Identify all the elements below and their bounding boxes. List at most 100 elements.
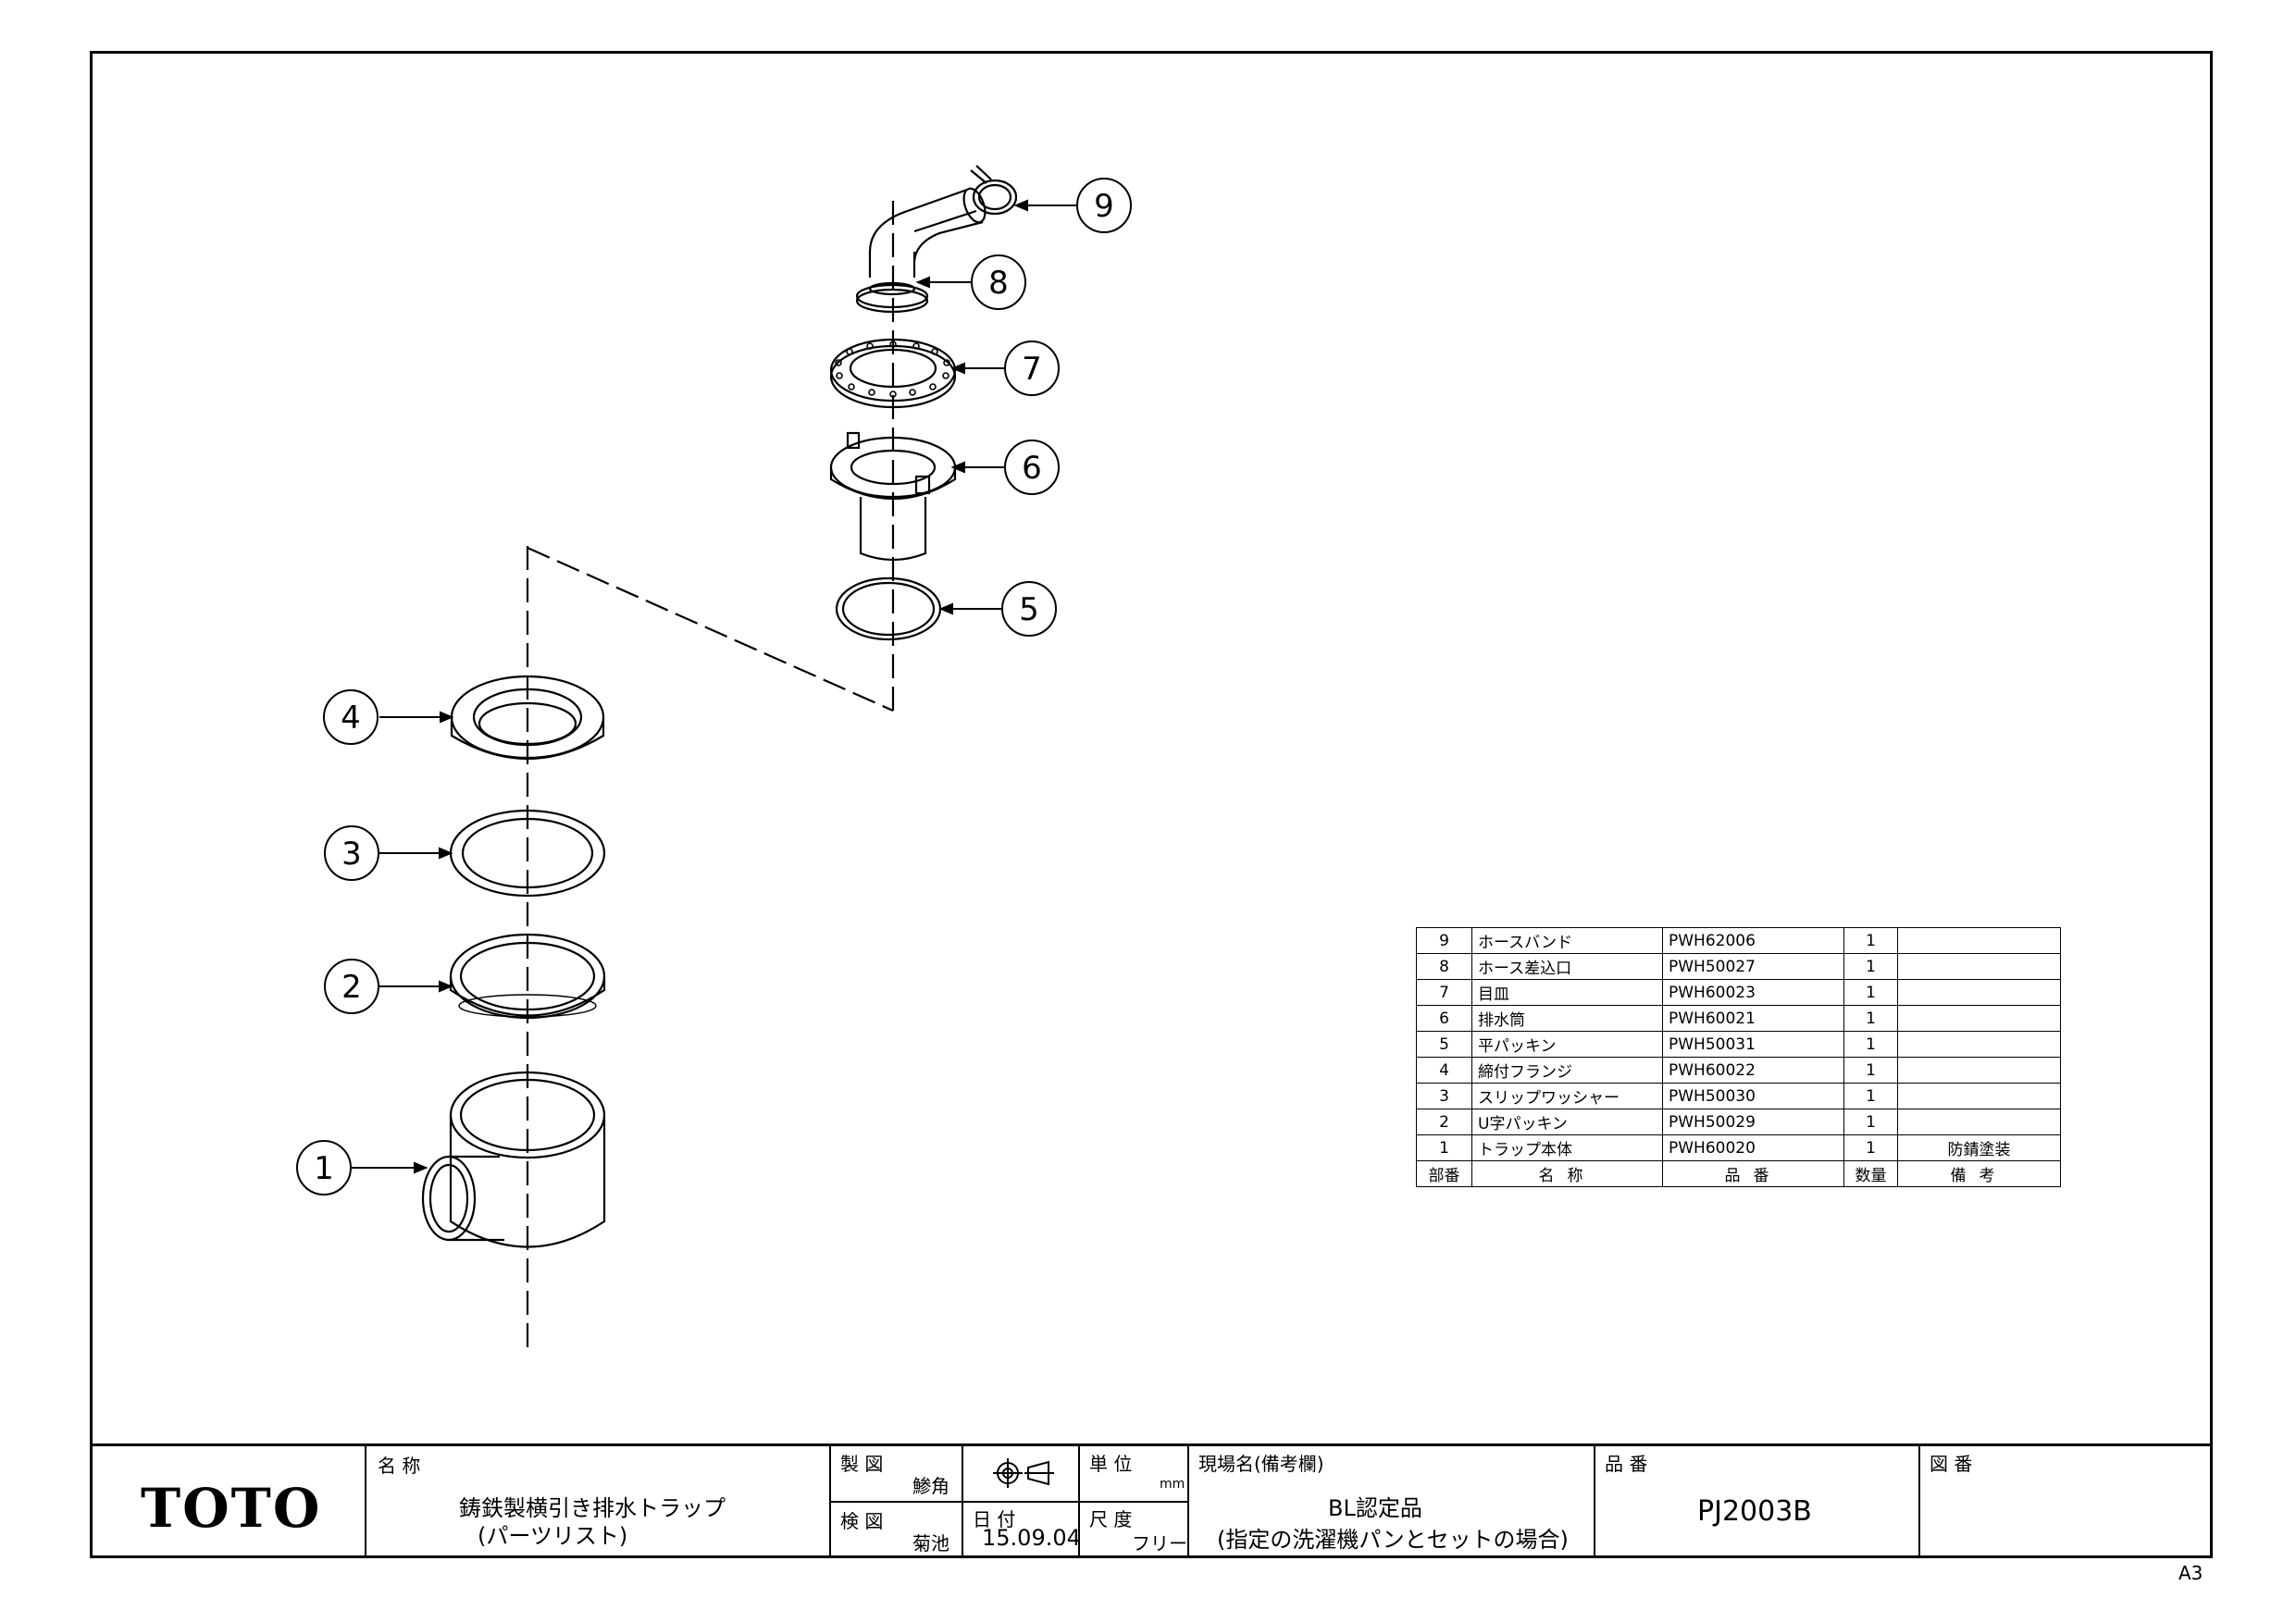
cell-no: 6 — [1416, 1005, 1472, 1032]
cell-name: 締付フランジ — [1471, 1057, 1663, 1084]
part-1-trap-body — [421, 1071, 606, 1248]
part-2-u-gasket — [449, 933, 606, 1020]
center-lines — [526, 199, 895, 1351]
cell-qty: 1 — [1843, 1134, 1898, 1161]
cell-no: 9 — [1416, 927, 1472, 954]
checked-by: 菊池 — [912, 1532, 949, 1555]
part-6-drain-tube — [829, 431, 957, 562]
cell-name: 排水筒 — [1471, 1005, 1663, 1032]
callout-4: 4 — [341, 700, 361, 737]
header-name: 名称 — [1471, 1160, 1663, 1187]
cell-no: 5 — [1416, 1031, 1472, 1058]
callout-leaders — [350, 199, 1078, 1174]
callout-3: 3 — [341, 836, 362, 873]
cell-no: 3 — [1416, 1083, 1472, 1109]
callout-8: 8 — [988, 265, 1009, 302]
callout-5: 5 — [1019, 591, 1039, 628]
header-qty: 数量 — [1843, 1160, 1898, 1187]
cell-qty: 1 — [1843, 953, 1898, 980]
cell-part-no: PWH50030 — [1662, 1083, 1844, 1109]
unit-value: mm — [1160, 1477, 1185, 1492]
callout-9: 9 — [1094, 188, 1114, 225]
callout-2: 2 — [341, 969, 362, 1006]
cell-qty: 1 — [1843, 1031, 1898, 1058]
callout-1: 1 — [314, 1150, 334, 1187]
product-subname: (パーツリスト) — [478, 1523, 628, 1549]
cell-note — [1897, 953, 2061, 980]
site-line-2: (指定の洗濯機パンとセットの場合) — [1217, 1527, 1569, 1553]
cell-part-no: PWH60021 — [1662, 1005, 1844, 1032]
part-7-strainer — [829, 338, 957, 409]
part-number-cell: 品 番 PJ2003B — [1594, 1443, 1918, 1558]
part-8-hose-inlet — [855, 187, 987, 314]
cell-note — [1897, 1057, 2061, 1084]
scale-label: 尺 度 — [1089, 1508, 1133, 1530]
cell-qty: 1 — [1843, 979, 1898, 1006]
cell-name: 平パッキン — [1471, 1031, 1663, 1058]
title-block: TOTO 名 称 鋳鉄製横引き排水トラップ (パーツリスト) 製 図 鯵角 検 … — [90, 1443, 2213, 1558]
cell-no: 4 — [1416, 1057, 1472, 1084]
projection-symbol-icon — [993, 1458, 1054, 1488]
date-value: 15.09.04 — [982, 1525, 1081, 1551]
cell-no: 2 — [1416, 1109, 1472, 1135]
cell-no: 7 — [1416, 979, 1472, 1006]
cell-note — [1897, 1083, 2061, 1109]
date-label: 日 付 — [973, 1508, 1016, 1530]
cell-name: トラップ本体 — [1471, 1134, 1663, 1161]
sheet-size: A3 — [2178, 1562, 2203, 1584]
callout-circles — [296, 178, 1132, 1196]
cell-name: スリップワッシャー — [1471, 1083, 1663, 1109]
drawing-frame — [90, 51, 2213, 1558]
site-line-1: BL認定品 — [1328, 1495, 1422, 1521]
cell-name: ホース差込口 — [1471, 953, 1663, 980]
part-number-label: 品 番 — [1605, 1453, 1648, 1475]
cell-part-no: PWH60023 — [1662, 979, 1844, 1006]
cell-no: 8 — [1416, 953, 1472, 980]
cell-note — [1897, 1031, 2061, 1058]
cell-part-no: PWH50029 — [1662, 1109, 1844, 1135]
cell-part-no: PWH60020 — [1662, 1134, 1844, 1161]
header-part-no: 品番 — [1662, 1160, 1844, 1187]
scale-value: フリー — [1132, 1532, 1187, 1555]
part-9-hose-band — [970, 165, 1018, 216]
cell-part-no: PWH60022 — [1662, 1057, 1844, 1084]
site-cell: 現場名(備考欄) BL認定品 (指定の洗濯機パンとセットの場合) — [1187, 1443, 1594, 1558]
product-name: 鋳鉄製横引き排水トラップ — [459, 1495, 726, 1521]
callout-7: 7 — [1022, 351, 1042, 388]
drawn-label: 製 図 — [840, 1453, 884, 1475]
unit-scale-cell: 単 位 mm 尺 度 フリー — [1078, 1443, 1189, 1558]
cell-note — [1897, 979, 2061, 1006]
cell-qty: 1 — [1843, 927, 1898, 954]
unit-label: 単 位 — [1089, 1453, 1133, 1475]
checked-label: 検 図 — [840, 1510, 884, 1532]
cell-note: 防錆塗装 — [1897, 1134, 2061, 1161]
table-header-row: 部番名称品番数量備考 — [1416, 1160, 2061, 1187]
cell-note — [1897, 1005, 2061, 1032]
drawing-number-cell: 図 番 — [1918, 1443, 2213, 1558]
header-note: 備考 — [1897, 1160, 2061, 1187]
part-number-value: PJ2003B — [1697, 1495, 1812, 1528]
cell-note — [1897, 927, 2061, 954]
projection-date-cell: 日 付 15.09.04 — [962, 1443, 1081, 1558]
cell-note — [1897, 1109, 2061, 1135]
part-5-flat-gasket — [835, 576, 942, 641]
drawing-number-label: 図 番 — [1930, 1453, 1973, 1475]
cell-qty: 1 — [1843, 1083, 1898, 1109]
toto-logo: TOTO — [141, 1477, 322, 1540]
cell-name: U字パッキン — [1471, 1109, 1663, 1135]
cell-qty: 1 — [1843, 1109, 1898, 1135]
cell-name: ホースバンド — [1471, 927, 1663, 954]
cell-name: 目皿 — [1471, 979, 1663, 1006]
